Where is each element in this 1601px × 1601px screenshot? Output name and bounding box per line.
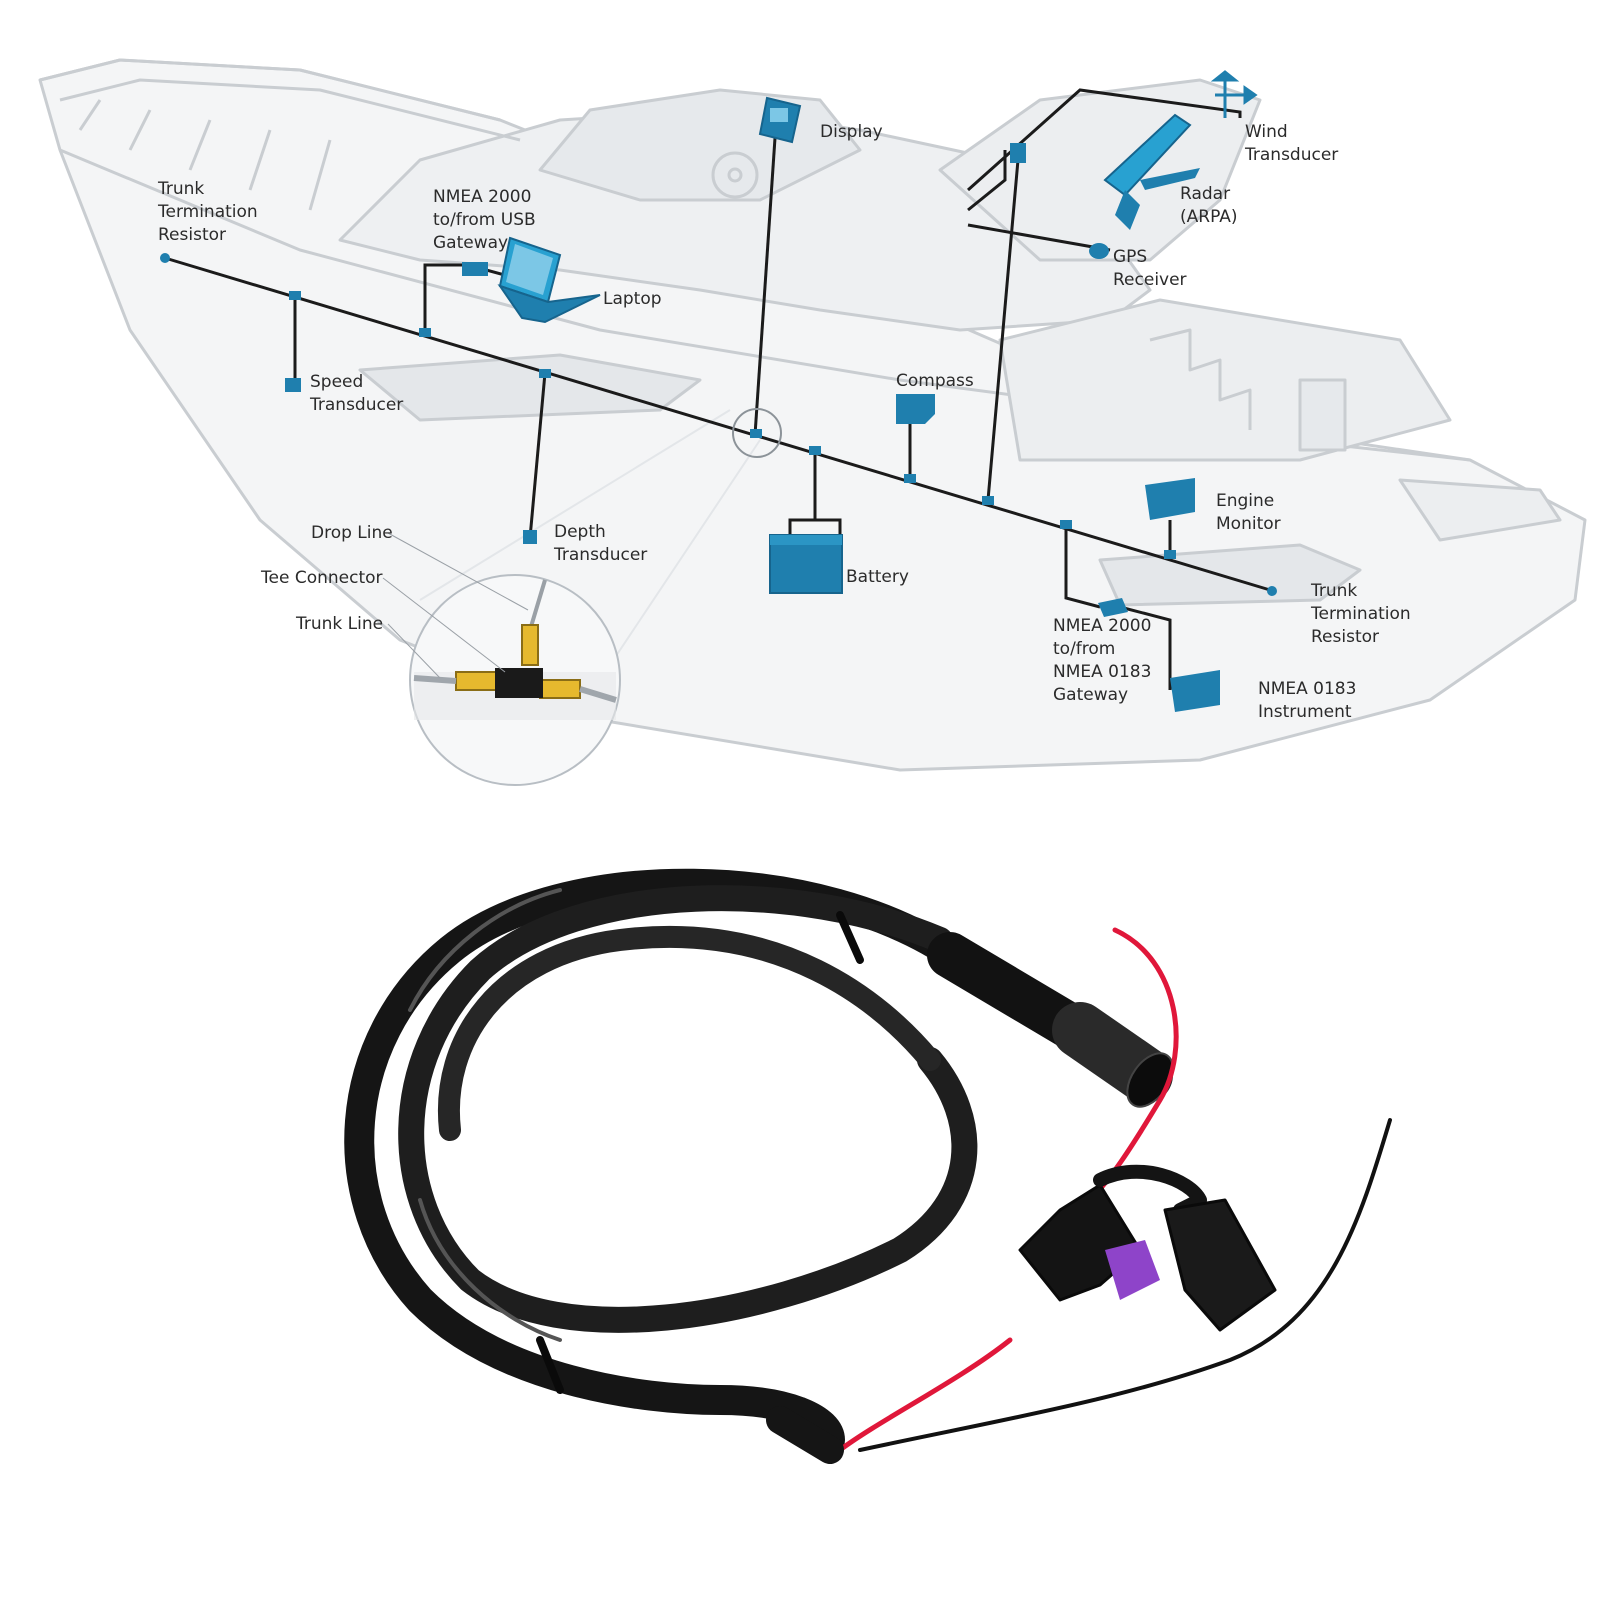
cable-coil-outer: [344, 868, 975, 1455]
drop-line-nav: [986, 159, 1020, 501]
tee-connectors: [160, 253, 1277, 596]
radar-icon: [1103, 113, 1200, 230]
laptop-icon: [497, 236, 601, 324]
label-radar: Radar(ARPA): [1180, 184, 1238, 227]
tee-connector-detail: [382, 532, 621, 786]
usb-gateway-icon: [462, 262, 488, 276]
drop-line-battery-pos: [788, 450, 817, 535]
devices: [285, 70, 1258, 712]
drop-line-gps: [967, 223, 1111, 252]
drop-line-usb-gateway: [423, 263, 531, 332]
label-laptop: Laptop: [603, 289, 662, 309]
cable-coil-mid: [437, 925, 941, 1141]
fuse-holder: [1018, 1164, 1277, 1332]
trunk-termination-left-icon: [160, 253, 170, 263]
drop-line-display: [753, 137, 777, 436]
drop-line-0183-instrument: [1119, 605, 1172, 690]
label-drop-line: Drop Line: [311, 523, 393, 543]
trunk-line: [164, 256, 1271, 592]
trunk-termination-right-icon: [1267, 586, 1277, 596]
drop-line-battery-neg: [815, 518, 842, 535]
wind-transducer-icon: [1210, 70, 1258, 118]
label-trunk-line: Trunk Line: [296, 614, 384, 634]
depth-transducer-icon: [523, 530, 537, 544]
label-battery: Battery: [846, 567, 909, 587]
label-tee-connector: Tee Connector: [261, 568, 383, 588]
battery-icon: [769, 534, 843, 594]
black-wire: [858, 1118, 1392, 1452]
display-icon: [758, 96, 802, 144]
cable-photo: [344, 868, 1392, 1464]
n0183-instrument-icon: [1170, 670, 1220, 712]
cable-coil-inner: [398, 885, 978, 1333]
n0183-gateway-icon: [1098, 598, 1128, 617]
label-compass: Compass: [896, 371, 974, 391]
compass-icon: [896, 394, 935, 424]
gps-receiver-icon: [1089, 243, 1109, 259]
tee-highlight-circle: [732, 408, 782, 458]
drop-line-depth: [528, 372, 547, 539]
drop-line-radar: [967, 150, 1007, 212]
boat-network-diagram: [38, 58, 1587, 786]
drop-line-wind: [967, 88, 1242, 192]
boat-illustration: [38, 58, 1587, 772]
engine-monitor-icon: [1145, 478, 1195, 520]
speed-transducer-icon: [285, 378, 301, 392]
drop-line-0183-gateway: [1064, 528, 1101, 609]
radar-junction-icon: [1010, 143, 1026, 163]
label-display: Display: [820, 122, 883, 142]
network-lines: [164, 88, 1271, 690]
